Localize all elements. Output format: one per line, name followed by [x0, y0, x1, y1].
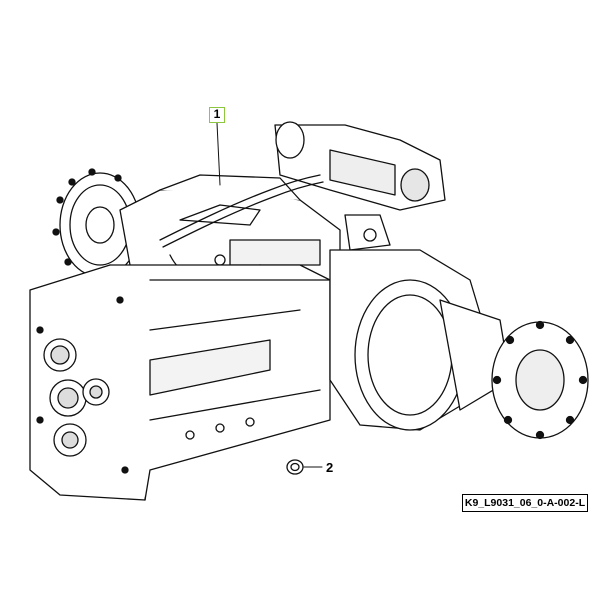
callout-1-label: 1	[209, 107, 225, 123]
axle-housing	[329, 249, 511, 431]
callout-1-leader	[216, 122, 221, 186]
callout-2-label: 2	[326, 460, 334, 475]
pto-shafts	[36, 296, 129, 474]
wheel-hub-flange	[491, 320, 589, 440]
hydraulic-actuator	[274, 121, 446, 251]
reference-code-label: K9_L9031_06_0-A-002-L	[462, 494, 588, 512]
o-ring-seal-icon	[286, 459, 304, 475]
